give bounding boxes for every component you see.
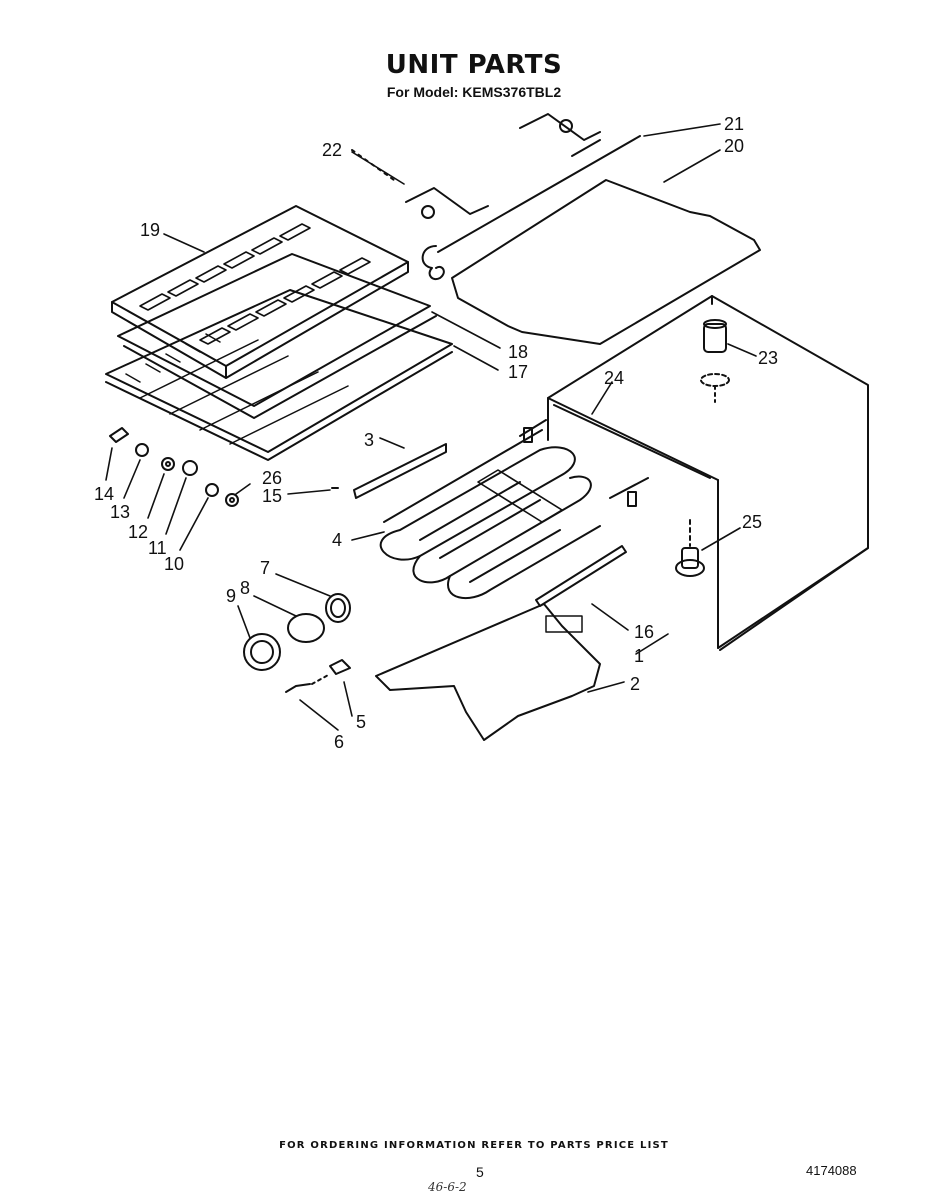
- callout-5: 5: [356, 712, 366, 732]
- callout-21: 21: [724, 114, 744, 134]
- callout-9: 9: [226, 586, 236, 606]
- callout-4: 4: [332, 530, 342, 550]
- model-subtitle: For Model: KEMS376TBL2: [386, 84, 562, 100]
- document-part-number: 4174088: [806, 1163, 857, 1178]
- callout-10: 10: [164, 554, 184, 574]
- callout-14: 14: [94, 484, 114, 504]
- callout-17: 17: [508, 362, 528, 382]
- callout-13: 13: [110, 502, 130, 522]
- callout-11: 11: [148, 538, 167, 558]
- callout-1: 1: [634, 646, 644, 666]
- callout-23: 23: [758, 348, 778, 368]
- page-title: UNIT PARTS: [385, 50, 563, 80]
- fan-assembly: [675, 519, 705, 577]
- screws: [285, 659, 351, 693]
- heater-3: [353, 443, 447, 499]
- heater-16: [535, 545, 627, 607]
- element-20: [451, 179, 761, 345]
- oven-cavity: [547, 295, 869, 651]
- callout-15: 15: [262, 486, 282, 506]
- handwritten-mark: 46-6-2: [428, 1180, 467, 1194]
- page-number: 5: [476, 1164, 484, 1180]
- element-2: [375, 603, 601, 741]
- callout-18: 18: [508, 342, 528, 362]
- callout-20: 20: [724, 136, 744, 156]
- ordering-note: FOR ORDERING INFORMATION REFER TO PARTS …: [279, 1140, 669, 1151]
- frame-18: [117, 253, 437, 419]
- rack-17: [105, 289, 453, 461]
- callout-22: 22: [322, 140, 342, 160]
- stirrer-motor: [700, 319, 730, 403]
- callout-24: 24: [604, 368, 624, 388]
- terminal-block: [545, 615, 583, 633]
- callout-16: 16: [634, 622, 654, 642]
- bracket-22: [351, 113, 601, 219]
- element-21: [421, 135, 641, 280]
- callout-7: 7: [260, 558, 270, 578]
- lamp-assembly: [243, 593, 351, 671]
- small-parts: [109, 427, 339, 507]
- callout-3: 3: [364, 430, 374, 450]
- callout-2: 2: [630, 674, 640, 694]
- callout-12: 12: [128, 522, 148, 542]
- callout-19: 19: [140, 220, 160, 240]
- element-4: [379, 419, 649, 599]
- leader-lines: [105, 123, 757, 731]
- callout-26: 26: [262, 468, 282, 488]
- callout-25: 25: [742, 512, 762, 532]
- callout-6: 6: [334, 732, 344, 752]
- callout-8: 8: [240, 578, 250, 598]
